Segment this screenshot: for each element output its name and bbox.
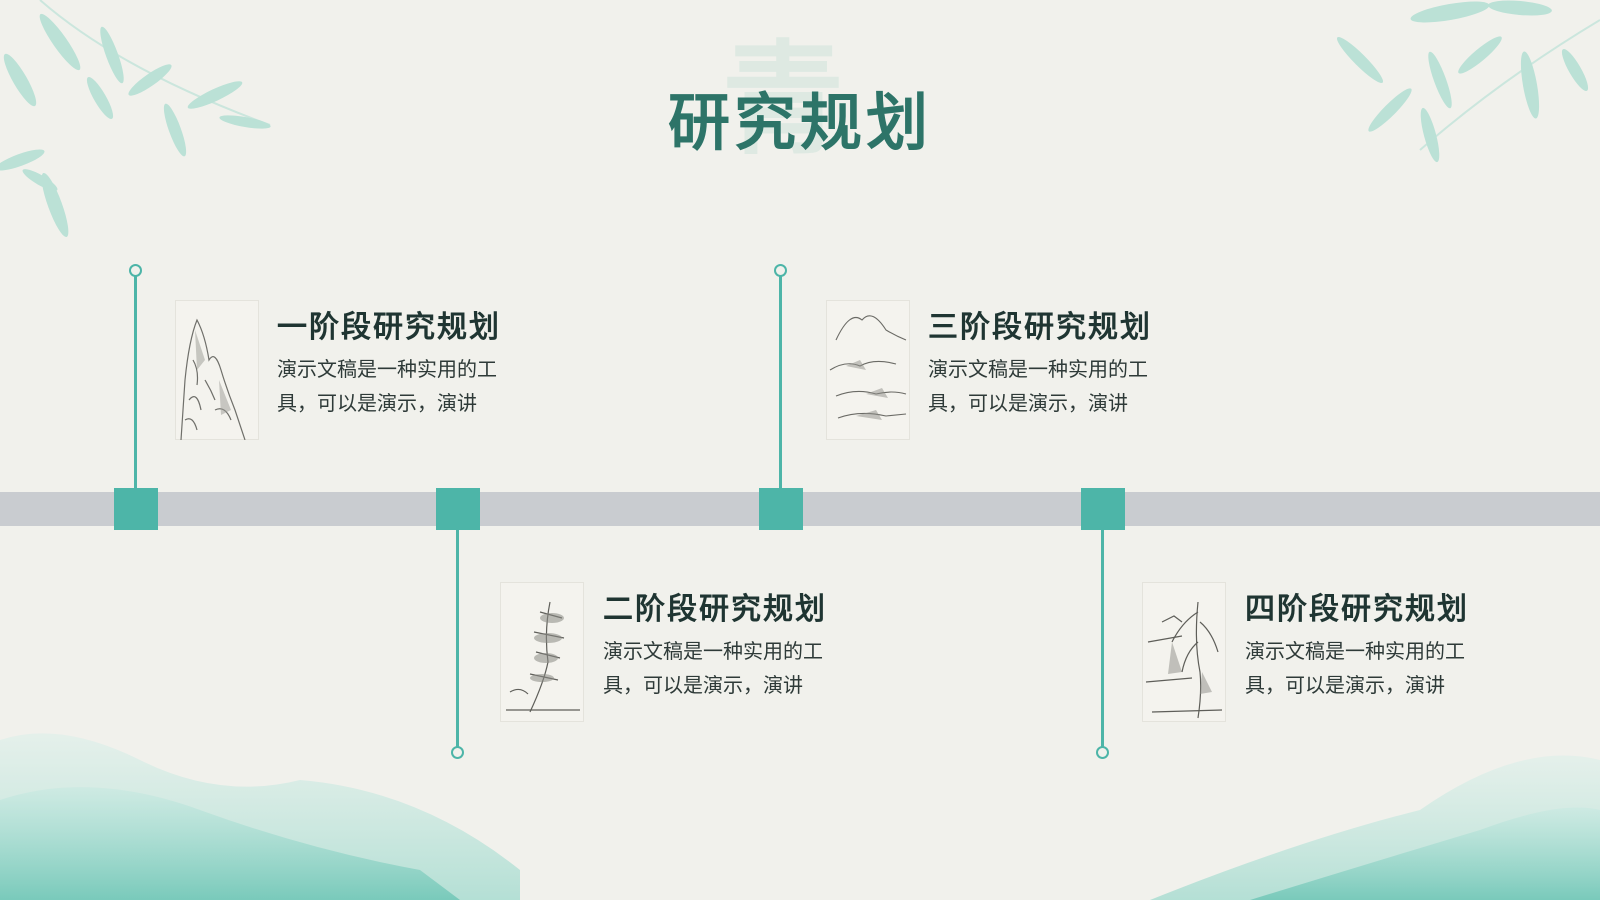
stage-3-connector [779,276,782,490]
stage-2-connector [456,530,459,750]
stage-4-connector-end [1096,746,1109,759]
stage-2-description: 演示文稿是一种实用的工具，可以是演示，演讲 [603,639,823,697]
stage-1-description: 演示文稿是一种实用的工具，可以是演示，演讲 [277,357,497,415]
stage-4-description: 演示文稿是一种实用的工具，可以是演示，演讲 [1245,639,1465,697]
stage-3-title: 三阶段研究规划 [928,310,1152,345]
leaf-branch-decoration-left [0,0,271,238]
stage-2-painting [500,582,584,722]
stage-4-painting [1142,582,1226,722]
stage-1-node [114,488,158,530]
stage-4-title: 四阶段研究规划 [1245,592,1469,627]
stage-3-painting [826,300,910,440]
stage-3-description: 演示文稿是一种实用的工具，可以是演示，演讲 [928,357,1148,415]
stage-2-node [436,488,480,530]
stage-2-title: 二阶段研究规划 [603,592,827,627]
leaf-branch-decoration-right [1336,0,1600,163]
stage-1-painting [175,300,259,440]
stage-3-connector-end [774,264,787,277]
stage-1-title: 一阶段研究规划 [277,310,501,345]
title-ghost-character: 青 [722,27,844,171]
stage-1-connector [134,276,137,490]
stage-4-node [1081,488,1125,530]
page-title: 研究规划 [667,86,932,159]
mountain-wash-decoration [0,733,1600,900]
stage-3-node [759,488,803,530]
stage-2-connector-end [451,746,464,759]
stage-4-connector [1101,530,1104,750]
stage-1-connector-end [129,264,142,277]
